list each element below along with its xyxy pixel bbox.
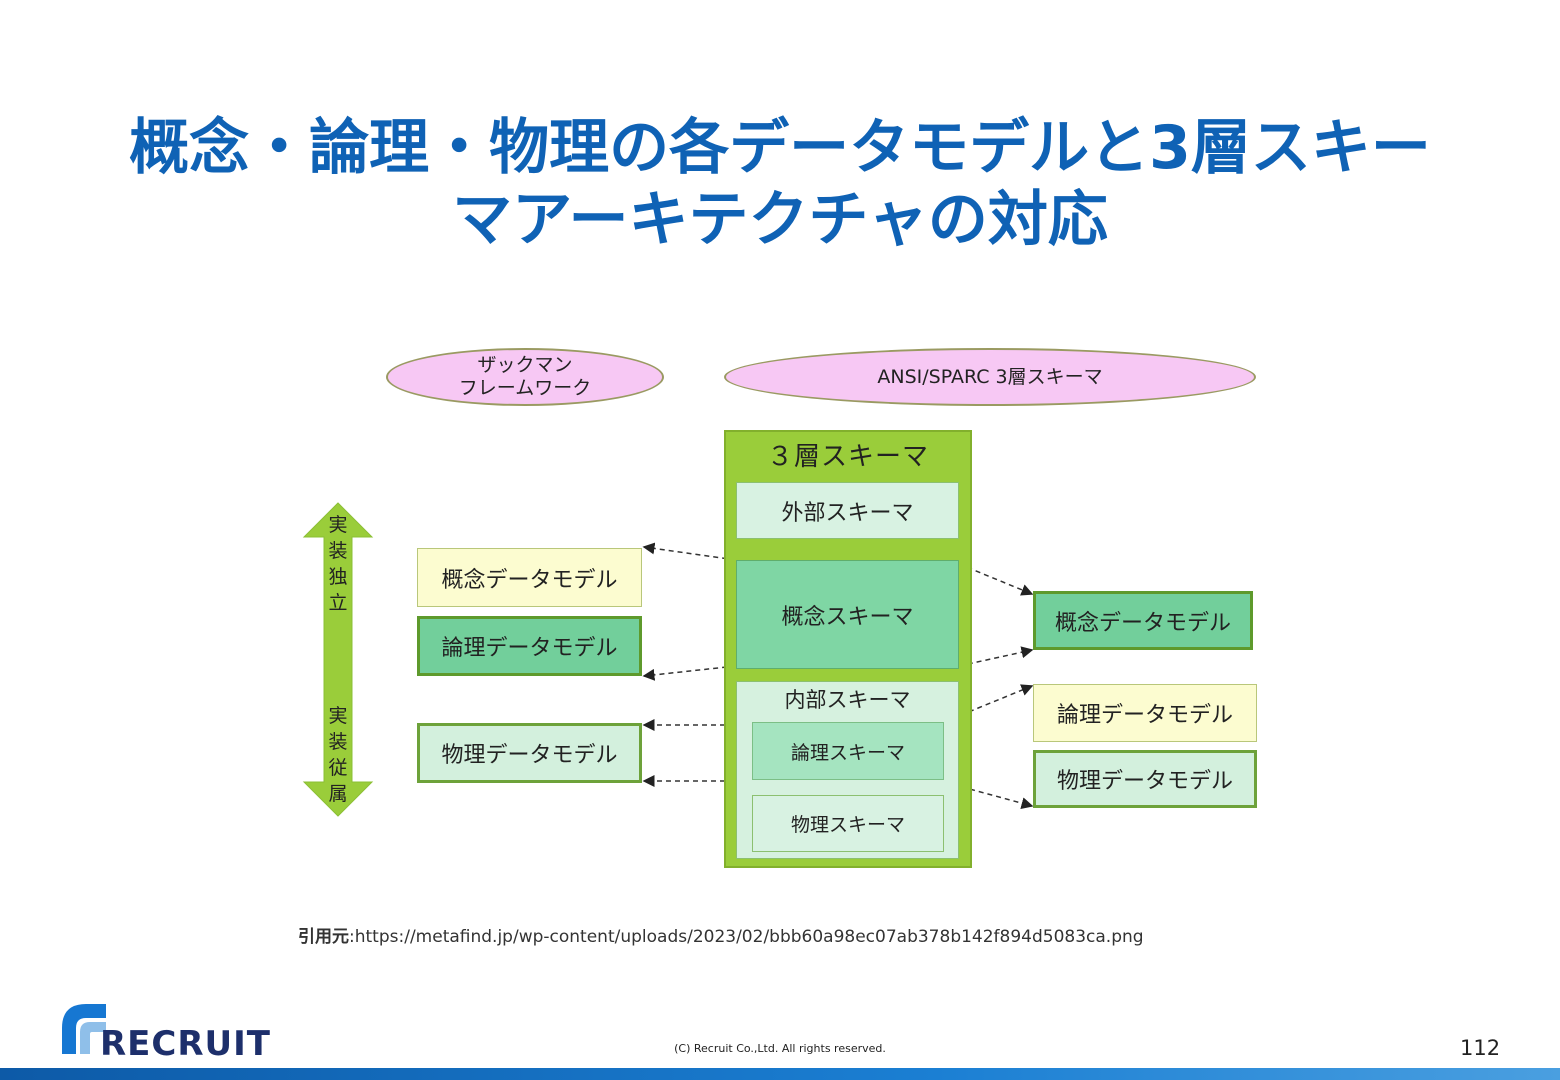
left-physical-data-model: 物理データモデル <box>417 723 642 783</box>
citation-label: 引用元 <box>298 927 349 947</box>
footer-bar <box>0 1068 1560 1080</box>
right-physical-data-model: 物理データモデル <box>1033 750 1257 808</box>
page-number: 112 <box>1460 1036 1501 1060</box>
zachman-line-1: ザックマン <box>477 354 573 376</box>
implementation-independent-label: 実 装 独 立 <box>328 514 348 614</box>
ansi-sparc-text: ANSI/SPARC 3層スキーマ <box>877 365 1103 388</box>
zachman-framework-label: ザックマン フレームワーク <box>386 348 664 406</box>
slide-title-line-2: マアーキテクチャの対応 <box>452 185 1108 255</box>
external-schema: 外部スキーマ <box>736 482 959 539</box>
zachman-line-2: フレームワーク <box>458 377 592 399</box>
logical-schema: 論理スキーマ <box>752 722 944 780</box>
slide-title: 概念・論理・物理の各データモデルと3層スキー マアーキテクチャの対応 <box>40 112 1520 256</box>
implementation-dependent-label: 実 装 従 属 <box>328 705 348 805</box>
left-conceptual-data-model: 概念データモデル <box>417 548 642 607</box>
three-layer-schema-title: ３層スキーマ <box>766 442 929 472</box>
slide-title-line-1: 概念・論理・物理の各データモデルと3層スキー <box>129 113 1431 183</box>
ansi-sparc-label: ANSI/SPARC 3層スキーマ <box>724 348 1256 406</box>
conceptual-schema: 概念スキーマ <box>736 560 959 669</box>
arrow-concept-to-left-logical <box>642 665 737 681</box>
recruit-logo-icon <box>62 1004 106 1054</box>
physical-schema: 物理スキーマ <box>752 795 944 852</box>
left-logical-data-model: 論理データモデル <box>417 616 642 676</box>
arrow-concept-to-left-conceptual <box>642 542 737 561</box>
citation-url[interactable]: https://metafind.jp/wp-content/uploads/2… <box>354 927 1144 947</box>
right-conceptual-data-model: 概念データモデル <box>1033 591 1253 650</box>
citation-separator: : <box>349 927 355 947</box>
recruit-logo-text: RECRUIT <box>100 1024 271 1064</box>
citation: 引用元:https://metafind.jp/wp-content/uploa… <box>298 922 1144 947</box>
internal-schema-label: 内部スキーマ <box>784 688 911 712</box>
right-logical-data-model: 論理データモデル <box>1033 684 1257 742</box>
copyright: (C) Recruit Co.,Ltd. All rights reserved… <box>674 1042 886 1055</box>
